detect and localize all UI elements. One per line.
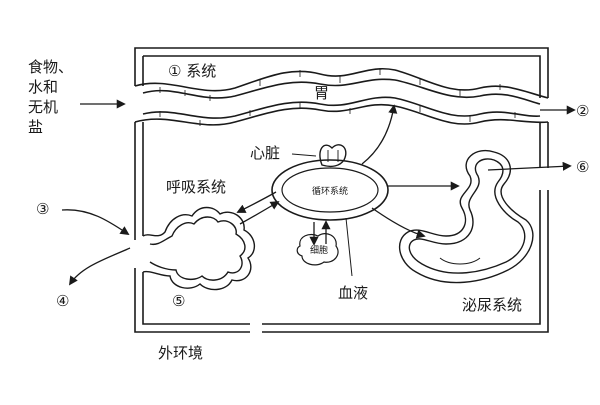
label-food-4: 盐 [28,118,43,136]
marker-6: ⑥ [576,158,589,176]
tract-hatching [159,68,516,126]
label-stomach: 胃 [314,84,329,102]
label-food-3: 无机 [28,98,58,116]
label-outside: 外环境 [158,344,203,362]
label-cell: 细胞 [310,244,328,256]
urinary-system [398,149,534,284]
leader-lines [291,153,353,277]
body-wall [134,47,549,333]
marker-3: ③ [36,200,49,218]
label-food-2: 水和 [28,78,58,96]
label-urinary: 泌尿系统 [462,296,522,314]
marker-4: ④ [56,292,69,310]
circulatory-system [271,144,389,221]
label-food-1: 食物、 [28,58,73,76]
label-blood: 血液 [338,284,368,302]
label-respiratory: 呼吸系统 [166,178,226,196]
cell [296,233,339,266]
label-system1: ① 系统 [168,62,216,80]
marker-2: ② [576,102,589,120]
arrows [61,99,576,286]
digestive-tract [134,68,549,126]
marker-5: ⑤ [172,292,185,310]
label-circulatory: 循环系统 [312,185,348,197]
label-heart: 心脏 [250,144,280,162]
lung [142,206,255,291]
